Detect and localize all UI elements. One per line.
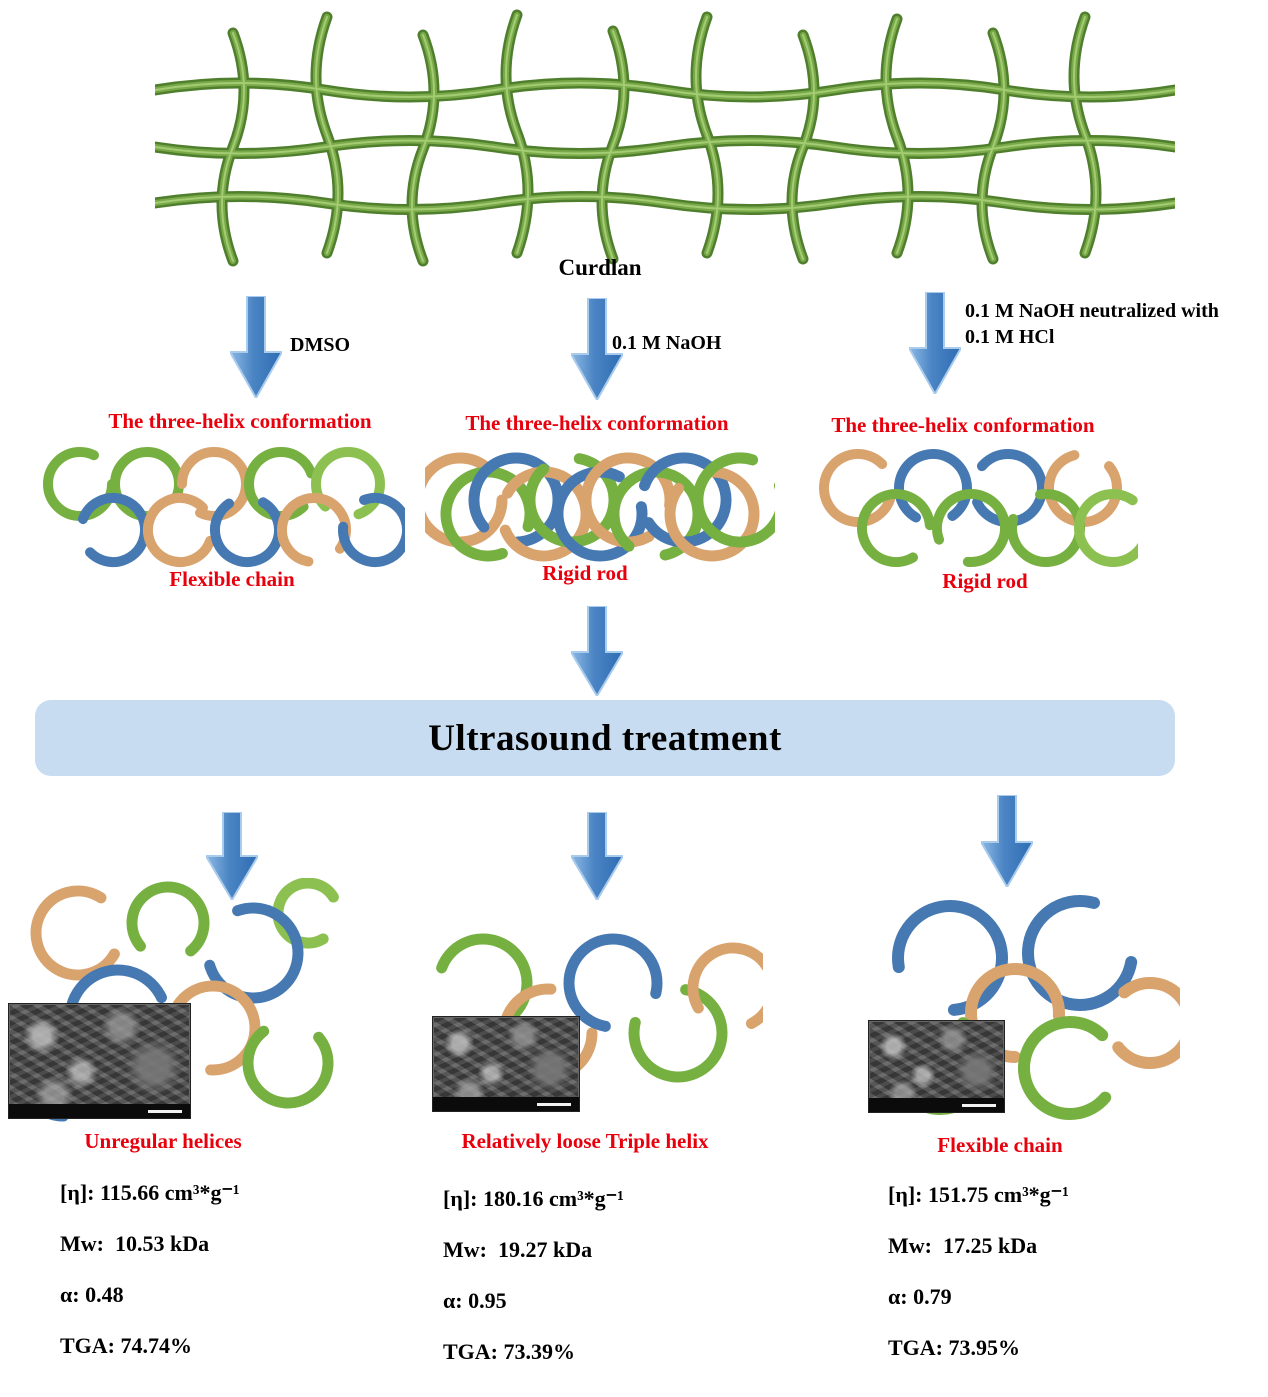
sem-scale-bar: [962, 1104, 996, 1107]
sem-scale-bar: [537, 1103, 571, 1106]
sem-micrograph-left: [8, 1003, 191, 1119]
stat-tga: TGA: 73.39%: [443, 1339, 575, 1364]
stat-eta: [η]: 180.16 cm³*g⁻¹: [443, 1186, 624, 1211]
sem-info-bar: [433, 1097, 579, 1111]
stat-mw: Mw: 19.27 kDa: [443, 1237, 593, 1262]
stat-eta: [η]: 115.66 cm³*g⁻¹: [60, 1180, 240, 1205]
curdlan-title: Curdlan: [558, 255, 642, 280]
down-arrow-icon: [571, 298, 623, 400]
sem-info-bar: [869, 1098, 1004, 1112]
ultrasound-treatment-label: Ultrasound treatment: [428, 717, 782, 759]
state-label-3: Rigid rod: [942, 569, 1028, 593]
stat-mw: Mw: 10.53 kDa: [60, 1231, 210, 1256]
stat-tga: TGA: 74.74%: [60, 1333, 192, 1358]
sem-micrograph-middle: [432, 1016, 580, 1112]
stat-alpha: α: 0.95: [443, 1288, 507, 1313]
stat-tga: TGA: 73.95%: [888, 1335, 1020, 1360]
result-label-3: Flexible chain: [937, 1133, 1063, 1157]
state-label-2: Rigid rod: [542, 561, 628, 585]
triple-helix-rigid-illustration-2: [819, 449, 1138, 567]
triple-helix-rigid-illustration: [425, 452, 775, 562]
sem-micrograph-right: [868, 1020, 1005, 1113]
stats-column-1: [η]: 115.66 cm³*g⁻¹ Mw: 10.53 kDa α: 0.4…: [60, 1180, 240, 1359]
down-arrow-icon: [571, 606, 623, 696]
stat-mw: Mw: 17.25 kDa: [888, 1233, 1038, 1258]
down-arrow-icon: [571, 812, 623, 900]
treatment-label-naoh-hcl: 0.1 M NaOH neutralized with 0.1 M HCl: [965, 300, 1219, 348]
down-arrow-icon: [981, 795, 1033, 887]
curdlan-network-illustration: [155, 5, 1175, 285]
triple-helix-flexible-illustration: [43, 447, 405, 567]
down-arrow-icon: [909, 292, 961, 394]
result-label-1: Unregular helices: [84, 1129, 242, 1153]
result-label-2: Relatively loose Triple helix: [461, 1129, 709, 1153]
stat-eta: [η]: 151.75 cm³*g⁻¹: [888, 1182, 1069, 1207]
down-arrow-icon: [206, 812, 258, 900]
stats-column-3: [η]: 151.75 cm³*g⁻¹ Mw: 17.25 kDa α: 0.7…: [888, 1182, 1069, 1361]
stat-alpha: α: 0.48: [60, 1282, 124, 1307]
conformation-label-3: The three-helix conformation: [831, 413, 1095, 437]
stats-column-2: [η]: 180.16 cm³*g⁻¹ Mw: 19.27 kDa α: 0.9…: [443, 1186, 624, 1365]
sem-info-bar: [9, 1104, 190, 1118]
state-label-1: Flexible chain: [169, 567, 295, 591]
conformation-label-1: The three-helix conformation: [108, 409, 372, 433]
down-arrow-icon: [230, 296, 282, 398]
stat-alpha: α: 0.79: [888, 1284, 952, 1309]
conformation-label-2: The three-helix conformation: [465, 411, 729, 435]
sem-scale-bar: [148, 1110, 182, 1113]
ultrasound-treatment-box: Ultrasound treatment: [35, 700, 1175, 776]
treatment-label-naoh: 0.1 M NaOH: [612, 332, 722, 354]
treatment-label-dmso: DMSO: [290, 334, 350, 356]
